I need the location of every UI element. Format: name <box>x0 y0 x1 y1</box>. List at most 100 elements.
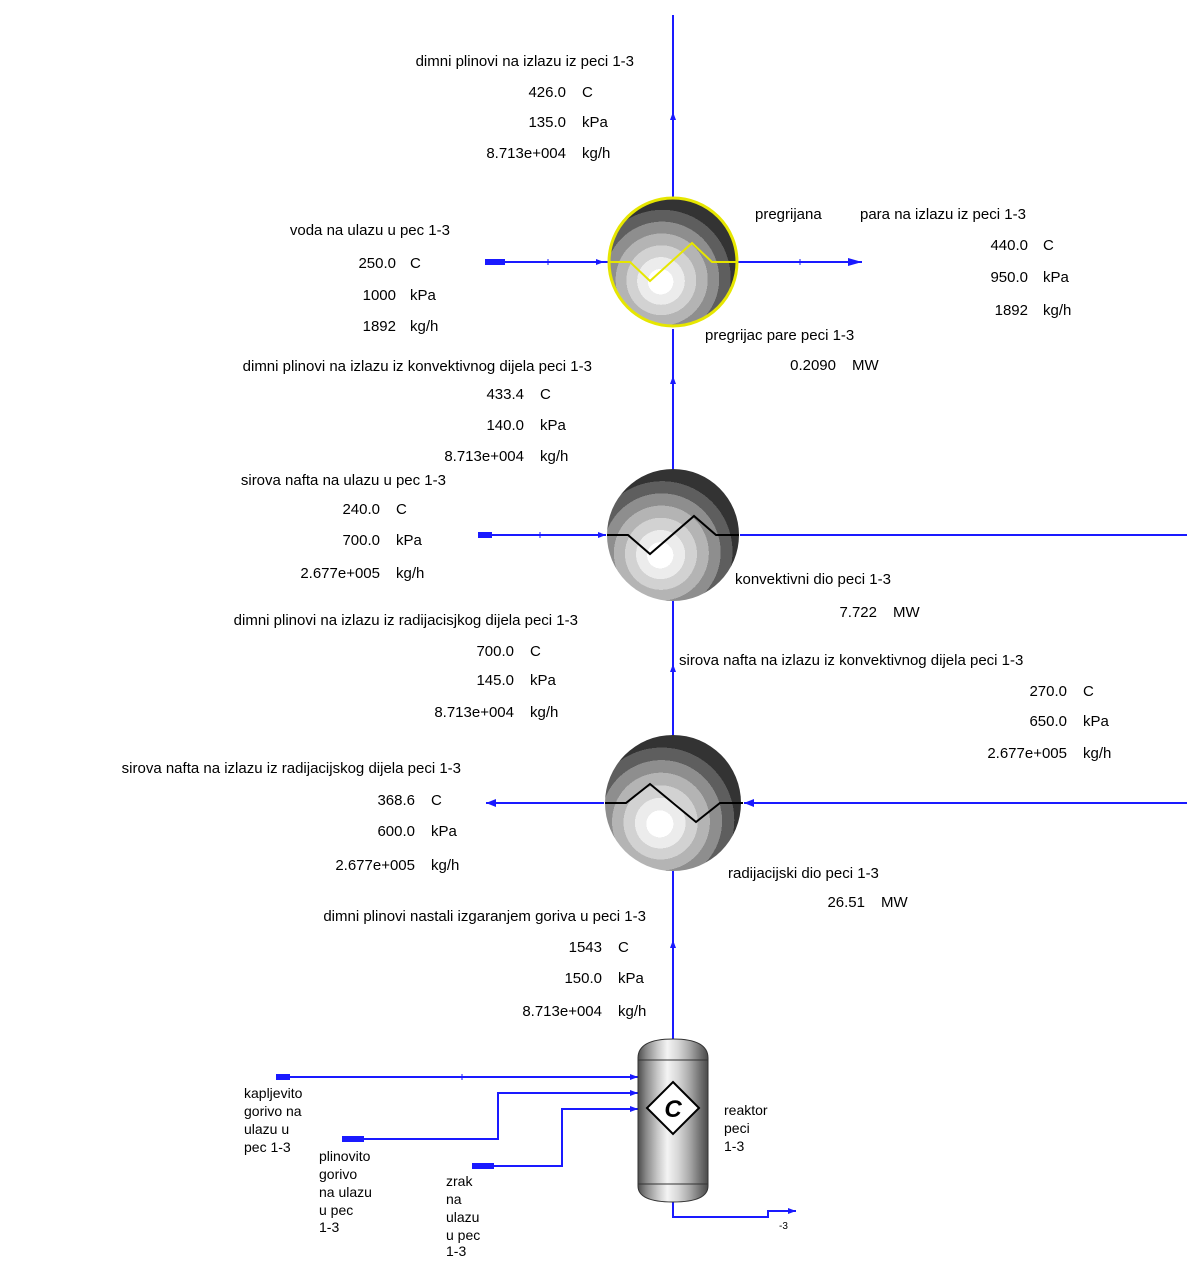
reactor-vessel[interactable]: C <box>637 1038 709 1203</box>
stream-flow: 1892 <box>363 318 396 335</box>
label-line: gorivo <box>319 1166 357 1182</box>
label-crude-in: sirova nafta na ulazu u pec 1-3 240.0 C … <box>241 472 446 582</box>
stream-pressure: 145.0 <box>476 672 514 689</box>
stream-flow: 8.713e+004 <box>486 145 566 162</box>
temperature-unit: C <box>540 386 551 403</box>
stream-pressure: 150.0 <box>564 970 602 987</box>
unit-duty: 0.2090 <box>790 357 836 374</box>
stream-pressure: 950.0 <box>990 269 1028 286</box>
label-gas-fuel: plinovito gorivo na ulazu u pec 1-3 <box>319 1148 372 1235</box>
temperature-unit: C <box>396 501 407 518</box>
flow-unit: kg/h <box>540 448 568 465</box>
label-radiant: radijacijski dio peci 1-3 26.51 MW <box>728 865 908 911</box>
stream-flow: 2.677e+005 <box>300 565 380 582</box>
duty-unit: MW <box>852 357 879 374</box>
stream-temperature: 433.4 <box>486 386 524 403</box>
stream-name: voda na ulazu u pec 1-3 <box>290 222 450 239</box>
label-line: plinovito <box>319 1148 371 1164</box>
flow-unit: kg/h <box>410 318 438 335</box>
stream-flow: 2.677e+005 <box>335 857 415 874</box>
label-line: 1-3 <box>724 1138 744 1154</box>
label-reactor: reaktor peci 1-3 <box>724 1102 768 1154</box>
label-line: gorivo na <box>244 1103 302 1119</box>
unit-duty: 7.722 <box>839 604 877 621</box>
convective-exchanger[interactable] <box>607 469 739 601</box>
pressure-unit: kPa <box>582 114 609 131</box>
stream-flow: 8.713e+004 <box>522 1003 602 1020</box>
stream-name-b: para na izlazu iz peci 1-3 <box>860 206 1026 223</box>
pressure-unit: kPa <box>540 417 567 434</box>
stream-temperature: 368.6 <box>377 792 415 809</box>
pressure-unit: kPa <box>410 287 437 304</box>
pipe-air[interactable] <box>474 1108 638 1167</box>
stream-name: dimni plinovi na izlazu iz konvektivnog … <box>243 358 592 375</box>
label-line: reaktor <box>724 1102 768 1118</box>
label-bottom-out: -3 <box>779 1221 788 1232</box>
stream-pipes <box>276 15 1187 1218</box>
flow-unit: kg/h <box>618 1003 646 1020</box>
label-crude-conv-out: sirova nafta na izlazu iz konvektivnog d… <box>679 652 1111 762</box>
stream-flow: 1892 <box>995 302 1028 319</box>
stream-pressure: 650.0 <box>1029 713 1067 730</box>
stream-temperature: 270.0 <box>1029 683 1067 700</box>
reactor-symbol: C <box>664 1096 682 1123</box>
label-flue-conv-out: dimni plinovi na izlazu iz konvektivnog … <box>243 358 592 465</box>
label-line: ulazu u <box>244 1121 289 1137</box>
stream-flow: 8.713e+004 <box>444 448 524 465</box>
stream-flow: 2.677e+005 <box>987 745 1067 762</box>
stream-name: dimni plinovi nastali izgaranjem goriva … <box>323 908 646 925</box>
label-water-in: voda na ulazu u pec 1-3 250.0 C 1000 kPa… <box>290 222 450 335</box>
stream-name: dimni plinovi na izlazu iz radijacisjkog… <box>234 612 578 629</box>
label-superheater: pregrijac pare peci 1-3 0.2090 MW <box>705 327 879 374</box>
unit-duty: 26.51 <box>827 894 865 911</box>
label-line: kapljevito <box>244 1085 303 1101</box>
label-line: zrak <box>446 1173 473 1189</box>
pipe-bottom-out[interactable] <box>672 1199 796 1218</box>
label-line: pec 1-3 <box>244 1139 291 1155</box>
label-line: u pec <box>319 1202 353 1218</box>
pressure-unit: kPa <box>618 970 645 987</box>
temperature-unit: C <box>618 939 629 956</box>
pipe-gas-fuel[interactable] <box>344 1092 638 1140</box>
stream-pressure: 140.0 <box>486 417 524 434</box>
stream-name: dimni plinovi na izlazu iz peci 1-3 <box>416 53 634 70</box>
temperature-unit: C <box>1083 683 1094 700</box>
label-flue-rad-out: dimni plinovi na izlazu iz radijacisjkog… <box>234 612 578 721</box>
stream-name: sirova nafta na ulazu u pec 1-3 <box>241 472 446 489</box>
stream-pressure: 135.0 <box>528 114 566 131</box>
label-line: 1-3 <box>446 1243 466 1259</box>
stream-flow: 8.713e+004 <box>434 704 514 721</box>
label-line: u pec <box>446 1227 480 1243</box>
stream-temperature: 440.0 <box>990 237 1028 254</box>
pressure-unit: kPa <box>431 823 458 840</box>
stream-temperature: 700.0 <box>476 643 514 660</box>
temperature-unit: C <box>431 792 442 809</box>
stream-pressure: 1000 <box>363 287 396 304</box>
pressure-unit: kPa <box>396 532 423 549</box>
label-crude-rad-out: sirova nafta na izlazu iz radijacijskog … <box>122 760 461 874</box>
unit-name: radijacijski dio peci 1-3 <box>728 865 879 882</box>
stream-name: sirova nafta na izlazu iz konvektivnog d… <box>679 652 1023 669</box>
label-liquid-fuel: kapljevito gorivo na ulazu u pec 1-3 <box>244 1085 303 1155</box>
pressure-unit: kPa <box>1083 713 1110 730</box>
flow-unit: kg/h <box>431 857 459 874</box>
duty-unit: MW <box>881 894 908 911</box>
stream-name-a: pregrijana <box>755 206 822 223</box>
temperature-unit: C <box>530 643 541 660</box>
temperature-unit: C <box>1043 237 1054 254</box>
label-convective: konvektivni dio peci 1-3 7.722 MW <box>735 571 920 621</box>
label-steam-out: pregrijana para na izlazu iz peci 1-3 44… <box>755 206 1071 319</box>
label-line: na <box>446 1191 462 1207</box>
pressure-unit: kPa <box>530 672 557 689</box>
label-flue-comb: dimni plinovi nastali izgaranjem goriva … <box>323 908 646 1020</box>
unit-name: konvektivni dio peci 1-3 <box>735 571 891 588</box>
flow-unit: kg/h <box>1043 302 1071 319</box>
radiant-exchanger[interactable] <box>605 735 743 871</box>
label-air: zrak na ulazu u pec 1-3 <box>446 1173 480 1259</box>
label-line: peci <box>724 1120 750 1136</box>
stream-pressure: 600.0 <box>377 823 415 840</box>
unit-name: pregrijac pare peci 1-3 <box>705 327 854 344</box>
temperature-unit: C <box>582 84 593 101</box>
superheater-exchanger[interactable] <box>607 196 739 328</box>
label-line: na ulazu <box>319 1184 372 1200</box>
